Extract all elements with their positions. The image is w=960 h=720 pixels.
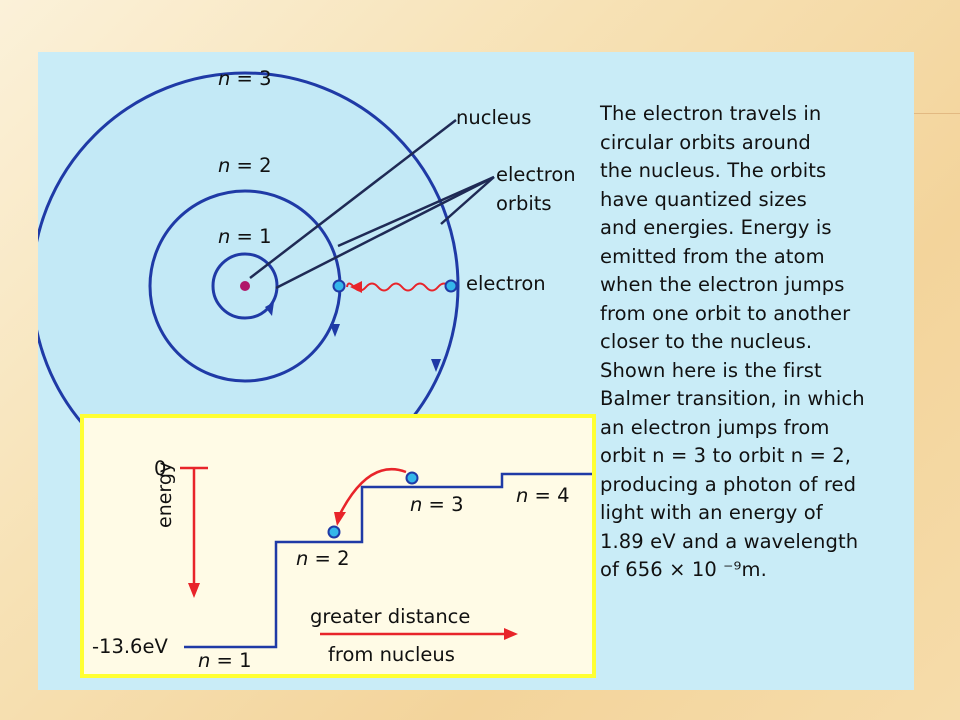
energy-bottom-value: -13.6eV xyxy=(92,635,168,658)
orbit-label-n3: n = 3 xyxy=(218,67,272,90)
orbit-label-n2: n = 2 xyxy=(218,154,272,177)
electron-label: electron xyxy=(466,272,546,295)
nucleus-dot xyxy=(240,281,250,291)
energy-electron-n2 xyxy=(327,525,341,539)
distance-label-line2: from nucleus xyxy=(328,643,455,666)
electron-orbits-label-line2: orbits xyxy=(496,192,552,215)
transition-curve xyxy=(338,467,407,515)
orbit-pointer-inner xyxy=(275,175,495,290)
orbit-arrow-inner-icon xyxy=(265,302,274,316)
orbit-pointer-outer xyxy=(440,176,495,225)
energy-top-value: 0 xyxy=(154,457,167,480)
nucleus-pointer xyxy=(249,119,457,279)
photon-arrowhead-icon xyxy=(350,281,362,293)
distance-arrow-icon xyxy=(504,628,518,640)
level-label-n4: n = 4 xyxy=(516,484,570,507)
distance-label-line1: greater distance xyxy=(310,605,471,628)
level-label-n1: n = 1 xyxy=(198,649,252,672)
energy-level-diagram: 0 energy -13.6eV n = 1 n = 2 n = 3 n = 4… xyxy=(80,414,596,678)
electron-n2 xyxy=(332,279,346,293)
energy-axis-arrow-icon xyxy=(188,583,200,598)
energy-axis-label: energy xyxy=(154,461,176,528)
bohr-model-panel: n = 3 n = 2 n = 1 nucleus electron orbit… xyxy=(38,52,914,690)
orbit-arrow-middle-icon xyxy=(330,324,340,337)
description-text: The electron travels in circular orbits … xyxy=(600,102,865,581)
orbit-pointer-middle xyxy=(337,175,495,248)
level-label-n3: n = 3 xyxy=(410,493,464,516)
electron-orbits-label-line1: electron xyxy=(496,163,576,186)
energy-staircase xyxy=(184,472,592,649)
energy-electron-n3 xyxy=(405,471,419,485)
atom-diagram xyxy=(38,71,495,501)
transition-arrowhead-icon xyxy=(334,512,346,526)
energy-level-graphic xyxy=(180,466,592,649)
orbit-label-n1: n = 1 xyxy=(218,225,272,248)
level-label-n2: n = 2 xyxy=(296,547,350,570)
electron-n3 xyxy=(444,279,458,293)
nucleus-label: nucleus xyxy=(456,106,532,129)
orbit-arrow-outer-icon xyxy=(431,359,441,372)
slide-frame-line xyxy=(912,113,960,114)
